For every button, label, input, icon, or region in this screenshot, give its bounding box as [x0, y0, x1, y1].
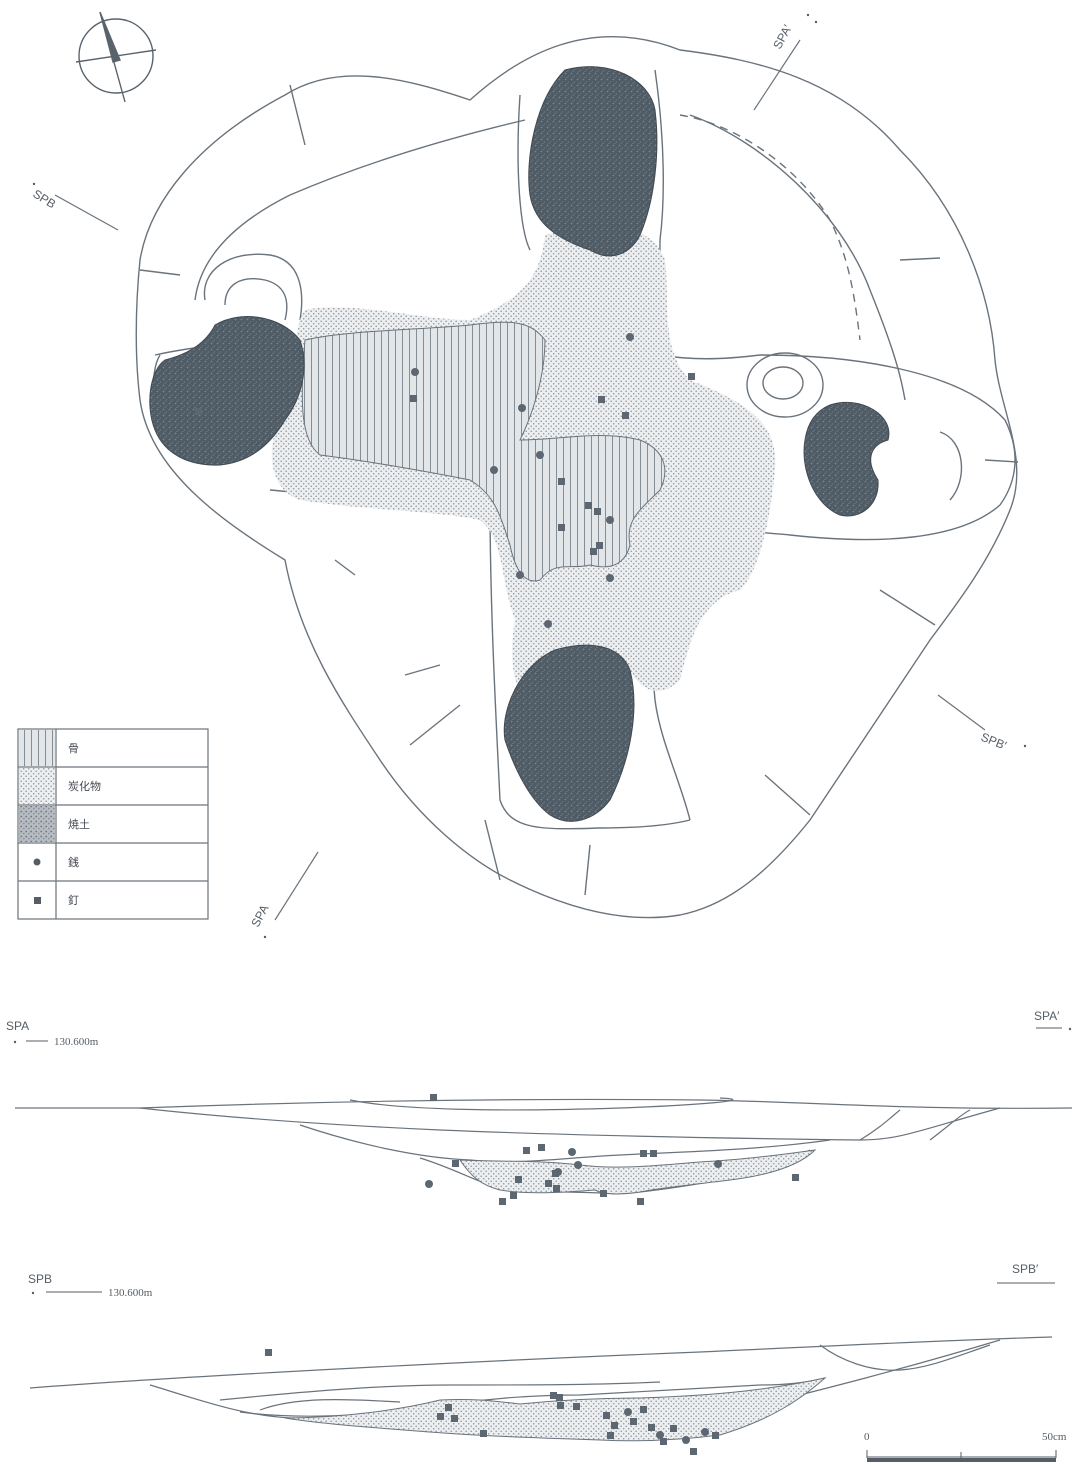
- burnt-soil-north: [528, 66, 658, 257]
- legend-item-bone: 骨: [19, 730, 79, 766]
- legend-item-nail: 釘: [34, 893, 79, 907]
- legend-label-charcoal: 炭化物: [68, 779, 101, 793]
- scale-bar-zero: 0: [864, 1431, 870, 1443]
- legend-circle-icon: [33, 858, 41, 866]
- legend-swatch-burnt-soil: [19, 806, 55, 842]
- scale-bar-max: 50cm: [1042, 1431, 1067, 1443]
- section-spb-charcoal: [284, 1377, 827, 1442]
- burnt-soil-west: [149, 316, 305, 466]
- legend-label-bone: 骨: [68, 742, 79, 755]
- plan-finds: [195, 333, 695, 628]
- legend-item-charcoal: 炭化物: [19, 768, 101, 804]
- section-spa-charcoal: [459, 1149, 817, 1195]
- section-spa-elevation: 130.600m: [54, 1036, 99, 1048]
- pit-outer-outline: [135, 36, 1018, 919]
- plan-label-spb-end: SPB′: [979, 730, 1009, 753]
- section-spb-finds: [265, 1349, 719, 1455]
- section-spb-right-label: SPB′: [1012, 1262, 1039, 1276]
- bone-layer: [301, 321, 666, 582]
- section-spa-finds: [425, 1094, 799, 1205]
- plan-view: [54, 36, 1019, 921]
- section-spa-right-label: SPA′: [1034, 1009, 1060, 1023]
- burnt-soil-south: [503, 644, 635, 822]
- legend-label-burnt-soil: 焼土: [68, 818, 90, 831]
- legend-item-burnt-soil: 焼土: [19, 806, 90, 842]
- section-spa-left-label: SPA: [6, 1019, 29, 1033]
- section-spb-left-label: SPB: [28, 1272, 52, 1286]
- legend-swatch-bone: [19, 730, 55, 766]
- legend-square-icon: [34, 897, 41, 904]
- burnt-soil-areas: [149, 66, 890, 822]
- outline-ticks: [139, 84, 1019, 896]
- legend-swatch-charcoal: [19, 768, 55, 804]
- legend-label-coin: 銭: [68, 856, 79, 869]
- pit-inner-outline: [194, 119, 526, 301]
- burnt-soil-east: [803, 401, 890, 517]
- legend-item-coin: 銭: [33, 856, 79, 869]
- section-spb: SPB 130.600m SPB′: [28, 1262, 1055, 1455]
- scale-bar: 0 50cm: [864, 1431, 1067, 1462]
- legend: 骨 炭化物 焼土 銭 釘: [17, 728, 209, 920]
- section-spb-elevation: 130.600m: [108, 1287, 153, 1299]
- section-spa: SPA 130.600m SPA′: [6, 1009, 1073, 1205]
- plan-label-spb-start: SPB: [30, 187, 58, 212]
- plan-label-spa-start: SPA: [248, 902, 271, 929]
- legend-label-nail: 釘: [68, 893, 79, 907]
- north-arrow-icon: [75, 11, 157, 103]
- plan-label-spa-end: SPA′: [770, 22, 795, 52]
